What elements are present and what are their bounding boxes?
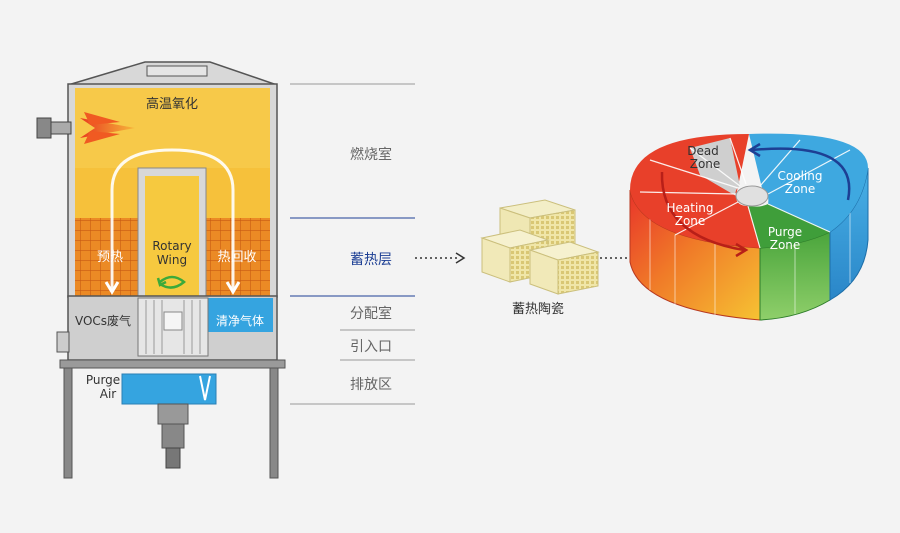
drive-shaft — [165, 447, 181, 469]
valve-window — [163, 311, 183, 331]
vocs-label: VOCs废气 — [75, 313, 131, 328]
connector-arrow-icon — [455, 252, 466, 264]
base-frame — [59, 359, 286, 369]
rotary-label-line2: Wing — [157, 253, 187, 267]
clean-gas-zone — [206, 298, 273, 332]
drive-motor — [161, 423, 185, 449]
rotation-arrow-head — [156, 277, 167, 287]
flame-tongue-lower — [84, 131, 120, 144]
heating-zone-label-line2: Zone — [675, 214, 706, 228]
dead-zone-label-line2: Zone — [690, 157, 721, 171]
label-combustion-chamber: 燃烧室 — [350, 147, 392, 163]
inlet-pipe — [56, 331, 70, 353]
clean-gas-label: 清净气体 — [216, 313, 264, 328]
flow-loop — [110, 148, 235, 290]
flame-tongue-upper — [84, 112, 120, 125]
purge-zone-label-line1: Purge — [768, 225, 802, 239]
label-inlet: 引入口 — [350, 339, 392, 355]
label-exhaust: 排放区 — [350, 377, 392, 393]
cooling-zone-label-line2: Zone — [785, 182, 816, 196]
flow-arrow-right — [225, 281, 241, 295]
burner-flange — [36, 117, 52, 139]
rotation-arrow-icon — [159, 275, 186, 289]
rotary-label-line1: Rotary — [152, 239, 191, 253]
drive-coupling — [157, 403, 189, 425]
cooling-zone-label-line1: Cooling — [778, 169, 823, 183]
purge-air-label-line2: Air — [100, 387, 117, 401]
label-distribution-chamber: 分配室 — [350, 306, 392, 322]
heat-recovery-label: 热回收 — [217, 250, 256, 265]
ceramic-media — [480, 199, 600, 295]
valve-ribs — [145, 300, 201, 354]
leg-right — [269, 367, 279, 479]
section-leader-lines — [290, 83, 415, 405]
heating-zone-label-line1: Heating — [666, 201, 713, 215]
ceramic-caption: 蓄热陶瓷 — [512, 301, 564, 317]
burner-body — [50, 121, 72, 135]
purge-air-label-line1: Purge — [86, 373, 120, 387]
flow-arrow-left — [104, 281, 120, 295]
label-regenerative-bed: 蓄热层 — [350, 252, 392, 268]
rotor-disk — [629, 133, 869, 321]
combustion-label: 高温氧化 — [146, 96, 198, 112]
preheat-label: 预热 — [97, 250, 123, 265]
roof-cap — [146, 65, 208, 77]
purge-zone-label-line2: Zone — [770, 238, 801, 252]
leg-left — [63, 367, 73, 479]
dead-zone-label-line1: Dead — [687, 144, 719, 158]
purge-arrow — [199, 375, 211, 401]
oxidizer-unit — [36, 61, 286, 479]
